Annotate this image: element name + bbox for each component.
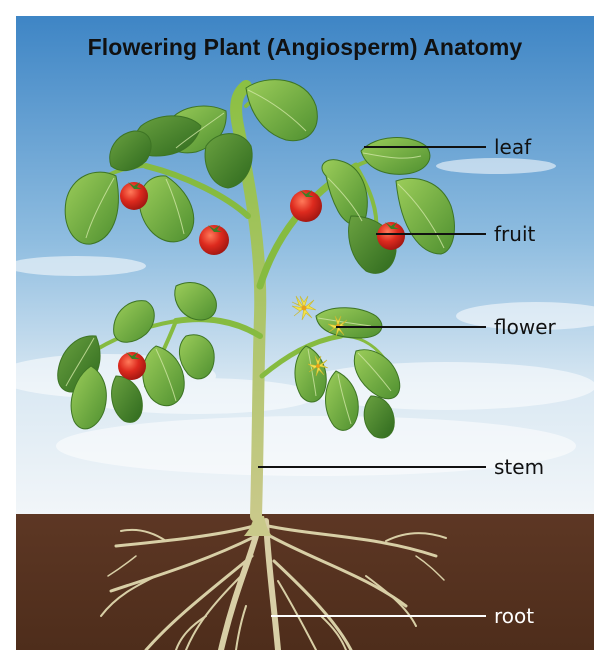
label-fruit: fruit: [494, 222, 536, 246]
roots: [100, 518, 447, 650]
diagram-title: Flowering Plant (Angiosperm) Anatomy: [87, 34, 523, 60]
leaf-veins: [65, 89, 445, 425]
label-lines: [258, 146, 486, 468]
label-leaf: leaf: [494, 135, 532, 159]
flowers: [291, 295, 349, 377]
diagram-canvas: Flowering Plant (Angiosperm) Anatomy lea…: [16, 16, 594, 650]
main-stem: [230, 80, 267, 522]
label-flower: flower: [494, 315, 556, 339]
plant-illustration: [16, 16, 594, 650]
label-root: root: [494, 604, 535, 628]
fruits: [118, 182, 405, 380]
label-stem: stem: [494, 455, 545, 479]
